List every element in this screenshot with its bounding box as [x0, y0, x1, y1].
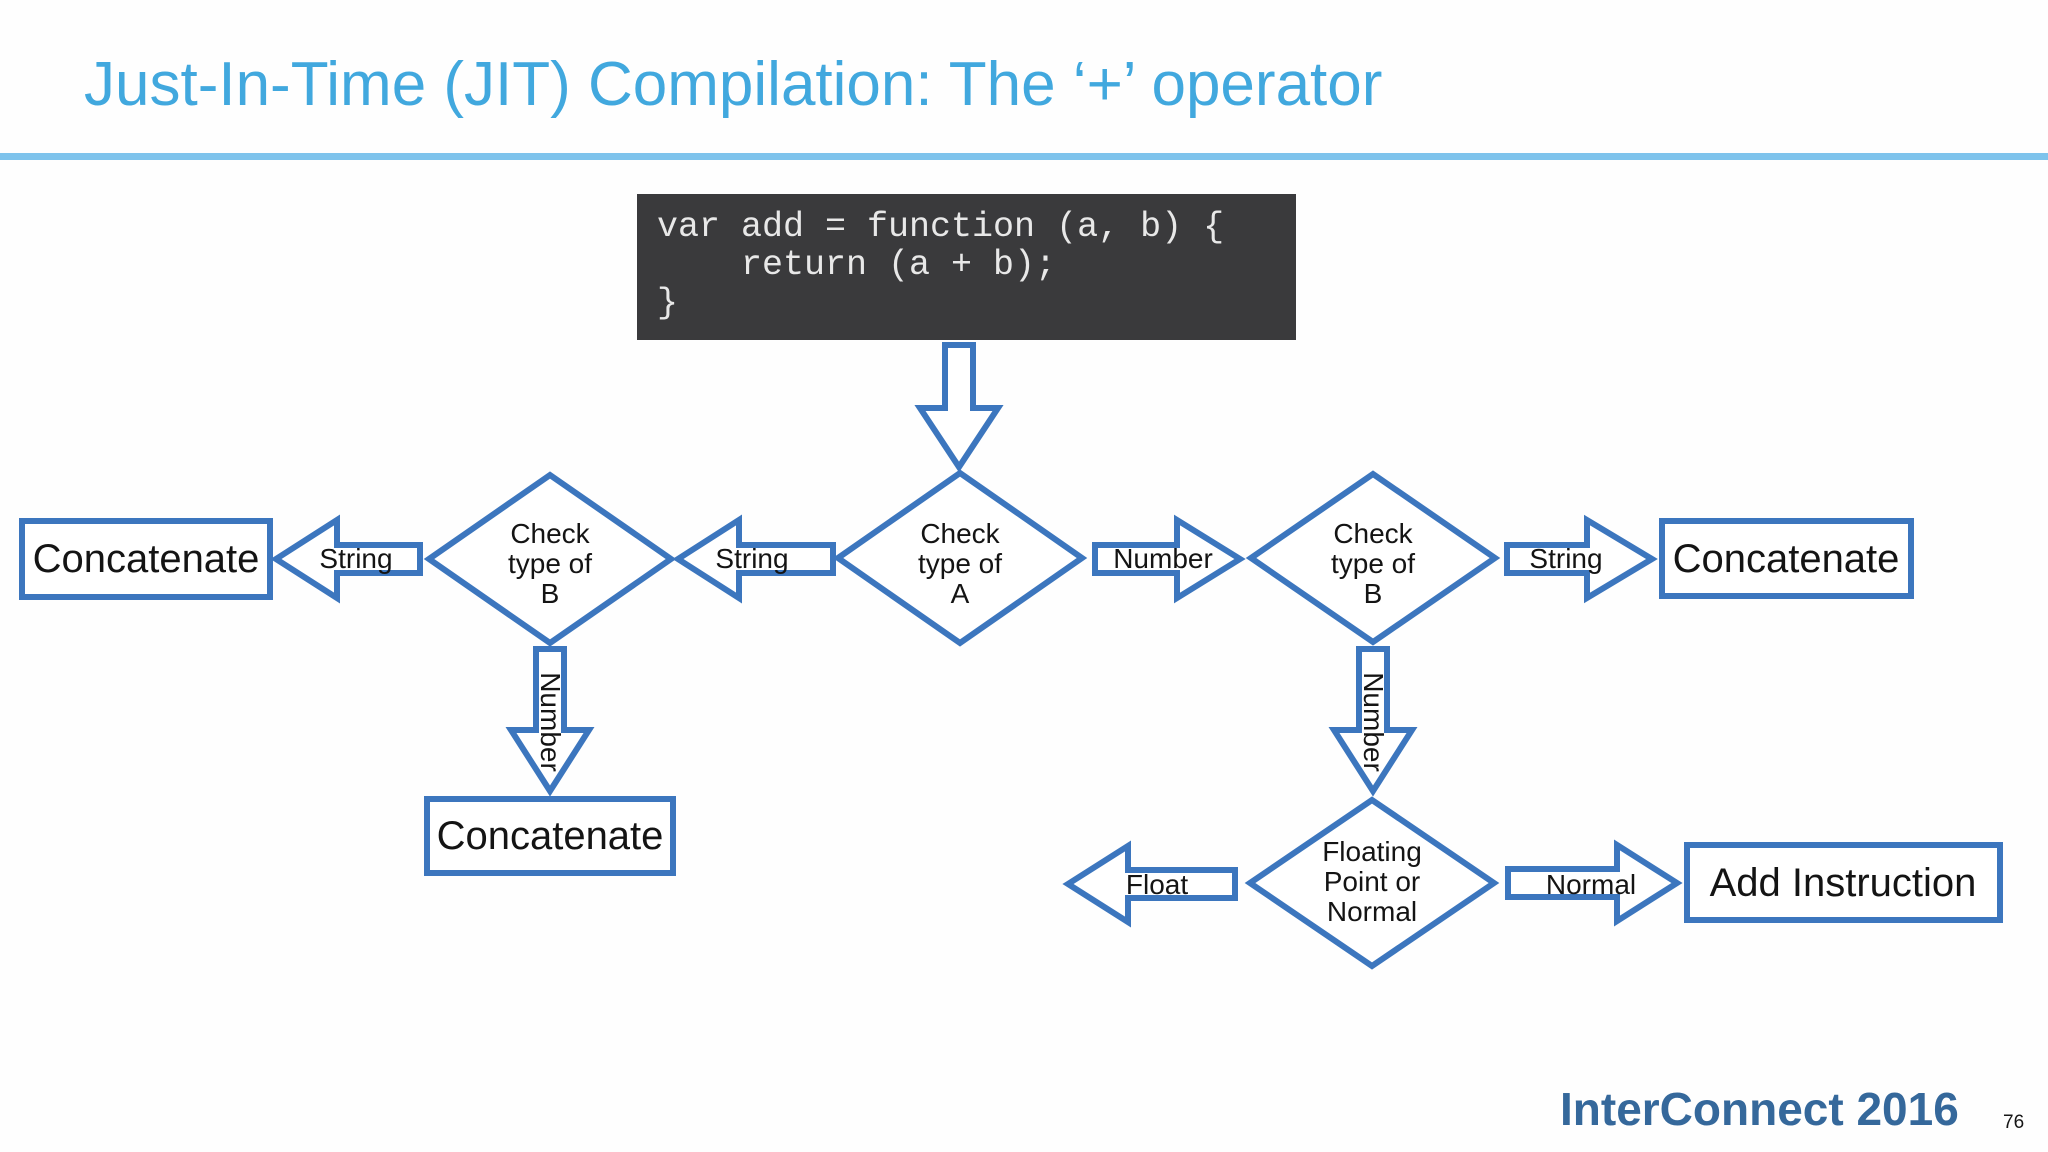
decision-diamond-check-type-a [832, 469, 1088, 647]
arrow-down-number-right-icon [1328, 646, 1418, 797]
box-label-concatenate-left: Concatenate [32, 537, 260, 581]
arrow-down-number-left-icon [505, 646, 595, 797]
arrow-label-string-mid-left: String [715, 543, 789, 574]
arrow-right-string-icon [1504, 514, 1658, 604]
arrow-down-from-code-icon [914, 342, 1004, 473]
arrow-label-number-down-right: Number [1358, 672, 1389, 772]
conference-brand: InterConnect 2016 [1560, 1083, 1959, 1135]
decision-diamond-check-type-b-right [1245, 470, 1501, 646]
box-label-concatenate-bottom: Concatenate [436, 814, 664, 858]
arrow-left-string-mid-icon [672, 514, 836, 604]
arrow-left-float-icon [1062, 840, 1238, 928]
arrow-right-normal-icon [1505, 839, 1683, 927]
code-line: return (a + b); [657, 245, 1057, 285]
arrow-label-string-far-right: String [1529, 543, 1603, 574]
arrow-label-normal: Normal [1545, 869, 1637, 900]
arrow-left-string-far-left-icon [270, 514, 423, 604]
decision-label-check-type-b-left: Check type of B [507, 518, 593, 609]
decision-diamond-floating-point-or-normal [1244, 796, 1500, 970]
slide-title: Just-In-Time (JIT) Compilation: The ‘+’ … [84, 50, 1383, 119]
box-label-concatenate-right: Concatenate [1672, 537, 1900, 581]
code-line: } [657, 283, 679, 323]
arrow-label-string-far-left: String [319, 543, 393, 574]
process-box-concatenate-bottom [424, 796, 676, 876]
decision-label-floating-point-or-normal: Floating Point or Normal [1322, 836, 1422, 927]
code-block: var add = function (a, b) { return (a + … [637, 194, 1296, 340]
process-box-add-instruction [1684, 842, 2003, 923]
arrow-right-number-icon [1092, 514, 1246, 604]
decision-label-check-type-b-right: Check type of B [1330, 518, 1416, 609]
decision-diamond-check-type-b-left [423, 471, 677, 647]
decision-label-check-type-a: Check type of A [917, 518, 1003, 609]
arrow-label-float: Float [1125, 869, 1189, 900]
page-number: 76 [2003, 1112, 2025, 1133]
process-box-concatenate-right [1659, 518, 1914, 599]
arrow-label-number-down-left: Number [535, 672, 566, 772]
box-label-add-instruction: Add Instruction [1709, 861, 1977, 905]
process-box-concatenate-left [19, 518, 273, 600]
code-line: var add = function (a, b) { [657, 207, 1225, 247]
arrow-label-number-mid-right: Number [1113, 543, 1213, 574]
title-divider-rule [0, 153, 2048, 160]
